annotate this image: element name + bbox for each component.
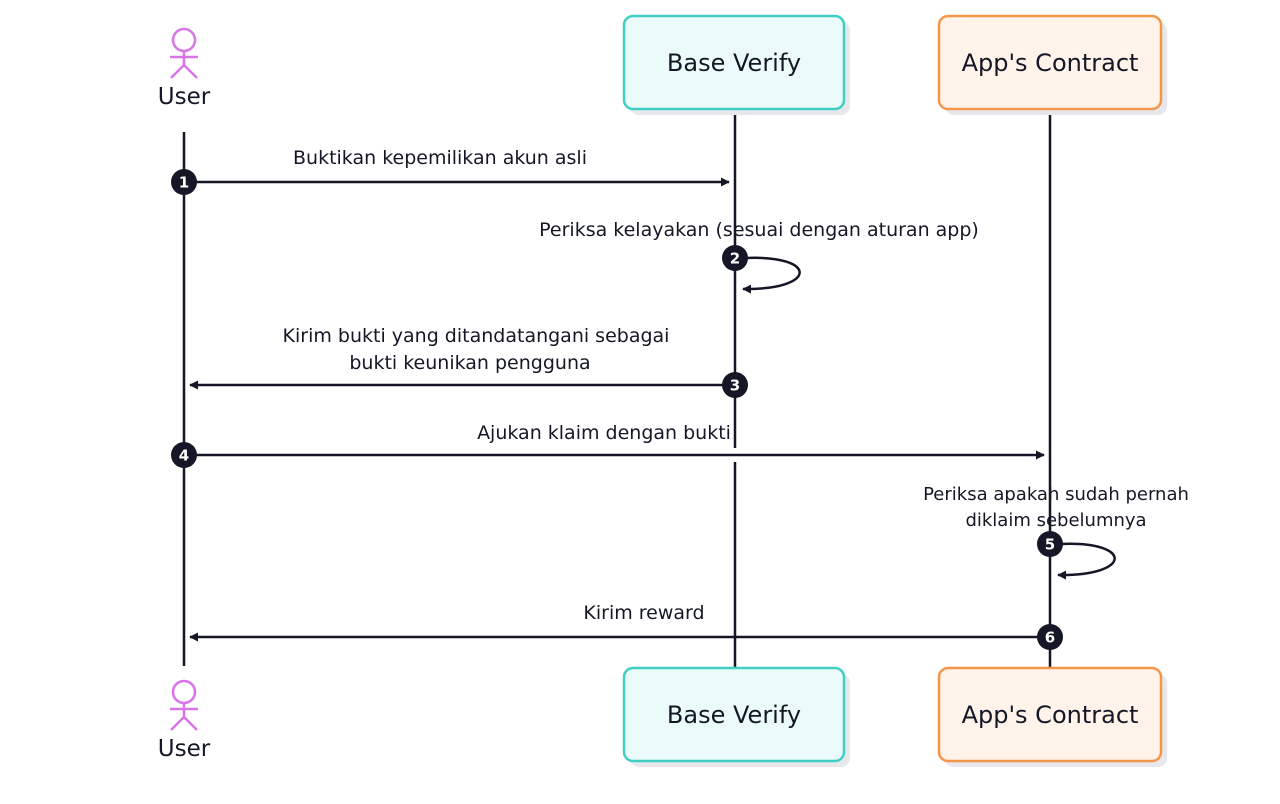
step-4-label: Ajukan klaim dengan bukti [477,422,731,444]
step-5-label-line-1: Periksa apakah sudah pernah [923,484,1189,505]
base-verify-label-bottom: Base Verify [667,701,801,729]
app-contract-label-bottom: App's Contract [962,701,1139,729]
step-6-message: Kirim reward 6 [189,602,1063,650]
step-3-label-line-1: Kirim bukti yang ditandatangani sebagai [283,325,670,347]
user-actor-icon [170,27,198,79]
step-2-label: Periksa kelayakan (sesuai dengan aturan … [539,219,979,241]
step-5-message: Periksa apakah sudah pernah diklaim sebe… [923,484,1189,580]
user-label-top: User [158,84,211,110]
step-3-message: Kirim bukti yang ditandatangani sebagai … [189,325,748,398]
step-5-label-line-2: diklaim sebelumnya [965,510,1146,531]
step-2-self-arrow [742,256,801,294]
step-4-badge: 4 [171,442,197,468]
step-4-message: Ajukan klaim dengan bukti 4 [171,422,1045,468]
svg-text:2: 2 [730,250,740,268]
app-contract-box-bottom: App's Contract [937,666,1167,767]
user-label-bottom: User [158,736,211,762]
step-5-badge: 5 [1037,531,1063,557]
app-contract-box-top: App's Contract [937,14,1167,115]
svg-text:6: 6 [1045,629,1055,647]
step-6-label: Kirim reward [583,602,704,624]
user-actor-bottom: User [158,679,211,762]
step-6-badge: 6 [1037,624,1063,650]
svg-text:5: 5 [1045,536,1055,554]
svg-text:3: 3 [730,377,740,395]
base-verify-label-top: Base Verify [667,49,801,77]
step-3-label-line-2: bukti keunikan pengguna [349,352,590,374]
base-verify-box-top: Base Verify [622,14,850,115]
step-1-badge: 1 [171,169,197,195]
svg-text:4: 4 [179,447,189,465]
step-5-self-arrow [1057,542,1116,580]
user-actor-icon [170,679,198,731]
base-verify-box-bottom: Base Verify [622,666,850,767]
app-contract-label-top: App's Contract [962,49,1139,77]
step-3-badge: 3 [722,372,748,398]
step-2-message: Periksa kelayakan (sesuai dengan aturan … [539,219,979,294]
step-2-badge: 2 [722,245,748,271]
step-1-message: Buktikan kepemilikan akun asli 1 [171,147,730,195]
svg-text:1: 1 [179,174,189,192]
step-1-label: Buktikan kepemilikan akun asli [293,147,587,169]
user-actor-top: User [158,27,211,110]
